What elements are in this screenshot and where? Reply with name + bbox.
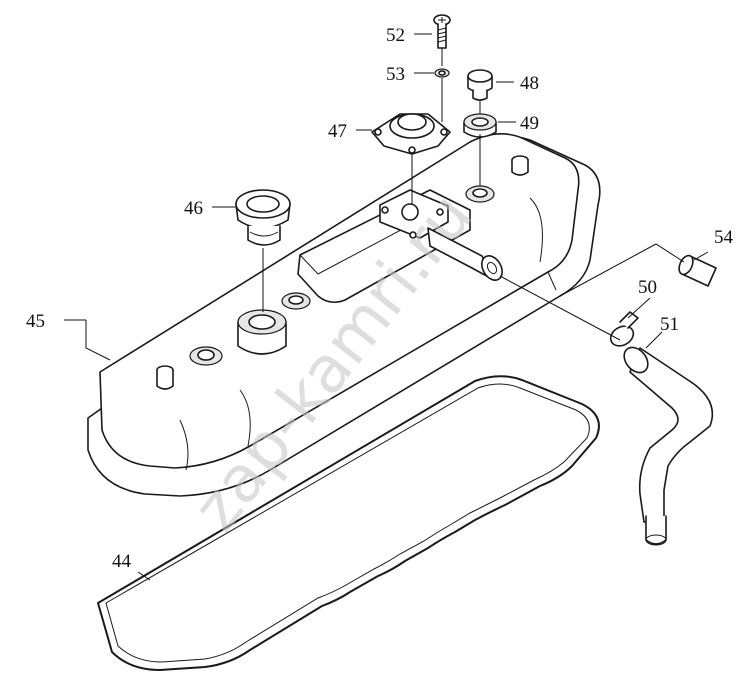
callout-44: 44	[112, 551, 132, 572]
callout-54: 54	[714, 227, 734, 248]
valve-cover-gasket	[97, 375, 600, 671]
breather-hose	[623, 346, 714, 546]
callout-48: 48	[520, 73, 539, 94]
screw	[433, 14, 451, 49]
cap-nut	[467, 69, 493, 101]
washer	[434, 68, 450, 78]
callout-51: 51	[660, 314, 679, 335]
leader-lines	[64, 33, 709, 581]
seal-ring	[463, 113, 497, 138]
oil-filler-cap	[235, 189, 291, 246]
breather-cover	[371, 113, 451, 155]
callout-47: 47	[328, 121, 347, 142]
callout-50: 50	[638, 277, 657, 298]
callout-46: 46	[184, 198, 203, 219]
callout-49: 49	[520, 113, 539, 134]
callout-labels: 52 53 48 49 47 46 54 50 51 45 44	[26, 25, 734, 572]
callout-45: 45	[26, 311, 45, 332]
callout-53: 53	[386, 64, 405, 85]
hose-clamp	[609, 311, 639, 347]
plug	[678, 254, 717, 287]
callout-52: 52	[386, 25, 405, 46]
valve-cover	[87, 133, 601, 497]
